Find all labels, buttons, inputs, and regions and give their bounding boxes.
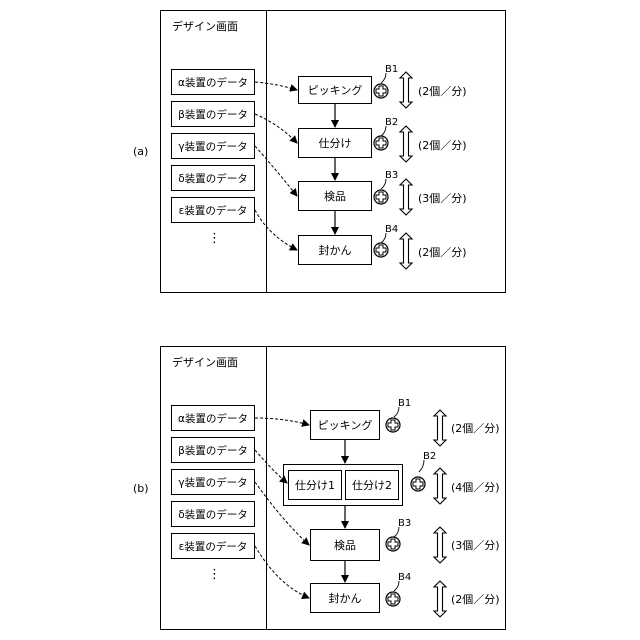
rate-inspection-b: (3個／分) (451, 537, 500, 553)
device-beta-data-a[interactable]: β装置のデータ (171, 101, 255, 127)
device-gamma-data-a[interactable]: γ装置のデータ (171, 133, 255, 159)
button-label-b3-b: B3 (398, 518, 411, 529)
process-picking-b[interactable]: ピッキング (310, 410, 380, 440)
device-epsilon-data-b[interactable]: ε装置のデータ (171, 533, 255, 559)
rate-sealing-b: (2個／分) (451, 591, 500, 607)
device-gamma-data-b[interactable]: γ装置のデータ (171, 469, 255, 495)
more-devices-ellipsis-b: ⋮ (208, 572, 218, 577)
rate-inspection-a: (3個／分) (418, 190, 467, 206)
button-label-b1-b: B1 (398, 398, 411, 409)
process-inspection-b[interactable]: 検品 (310, 529, 380, 561)
process-sorting-a[interactable]: 仕分け (298, 128, 372, 158)
button-label-b4-b: B4 (398, 572, 411, 583)
device-delta-data-a[interactable]: δ装置のデータ (171, 165, 255, 191)
process-sealing-a[interactable]: 封かん (298, 235, 372, 265)
rate-picking-a: (2個／分) (418, 83, 467, 99)
panel-b-label: (b) (133, 482, 149, 495)
process-sorting-1-b[interactable]: 仕分け1 (288, 470, 342, 500)
rate-picking-b: (2個／分) (451, 420, 500, 436)
rate-sorting-a: (2個／分) (418, 137, 467, 153)
device-epsilon-data-a[interactable]: ε装置のデータ (171, 197, 255, 223)
design-screen-title-b: デザイン画面 (172, 354, 238, 370)
palette-divider-b (266, 346, 267, 630)
process-inspection-a[interactable]: 検品 (298, 181, 372, 211)
button-label-b2-b: B2 (423, 451, 436, 462)
device-alpha-data-b[interactable]: α装置のデータ (171, 405, 255, 431)
process-picking-a[interactable]: ピッキング (298, 76, 372, 104)
palette-divider-a (266, 10, 267, 293)
device-delta-data-b[interactable]: δ装置のデータ (171, 501, 255, 527)
device-beta-data-b[interactable]: β装置のデータ (171, 437, 255, 463)
button-label-b4-a: B4 (385, 224, 398, 235)
more-devices-ellipsis-a: ⋮ (208, 236, 218, 241)
button-label-b2-a: B2 (385, 117, 398, 128)
device-alpha-data-a[interactable]: α装置のデータ (171, 69, 255, 95)
rate-sorting-b: (4個／分) (451, 479, 500, 495)
design-screen-title-a: デザイン画面 (172, 18, 238, 34)
process-sealing-b[interactable]: 封かん (310, 583, 380, 613)
process-sorting-2-b[interactable]: 仕分け2 (345, 470, 399, 500)
rate-sealing-a: (2個／分) (418, 244, 467, 260)
button-label-b3-a: B3 (385, 170, 398, 181)
button-label-b1-a: B1 (385, 64, 398, 75)
panel-a-label: (a) (133, 145, 148, 158)
